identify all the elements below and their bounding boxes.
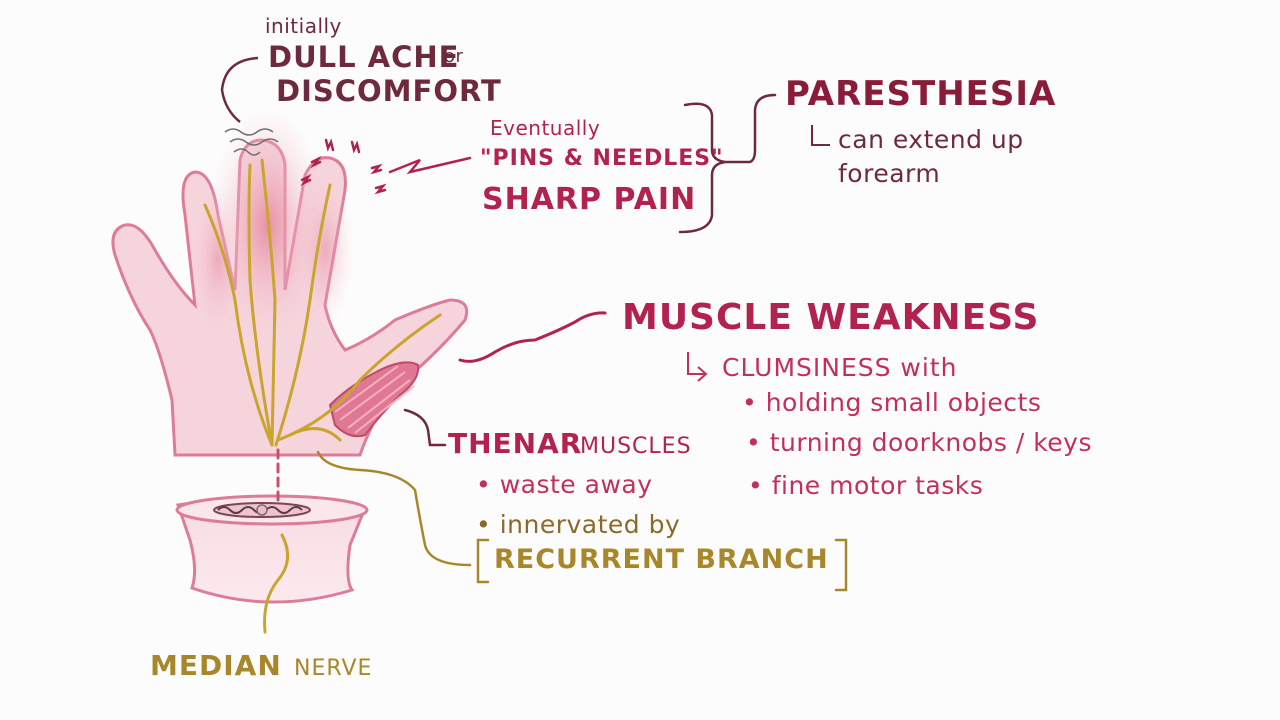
thenar-connector (403, 408, 447, 447)
label-dull-ache: DULL ACHE (268, 40, 460, 74)
innervated-by-text: innervated by (499, 510, 681, 539)
label-paresthesia: PARESTHESIA (785, 74, 1057, 114)
label-waste-away: • waste away (476, 470, 653, 499)
label-initially: initially (265, 14, 342, 38)
label-forearm: forearm (838, 159, 941, 188)
ache-squiggles (220, 56, 279, 156)
holding-small-objects-text: holding small objects (765, 388, 1042, 417)
waste-away-text: waste away (499, 470, 653, 499)
label-sharp-pain: SHARP PAIN (482, 182, 697, 217)
label-or: or (444, 46, 464, 67)
fine-motor-tasks-text: fine motor tasks (771, 471, 984, 500)
thenar-muscle (328, 361, 420, 438)
paresthesia-bracket (678, 93, 777, 234)
pain-ticks (300, 138, 472, 195)
label-muscles: MUSCLES (580, 434, 692, 459)
label-fine-motor-tasks: • fine motor tasks (748, 471, 984, 500)
label-innervated-by: • innervated by (476, 510, 681, 539)
label-discomfort: DISCOMFORT (276, 74, 502, 108)
label-nerve: NERVE (294, 656, 373, 681)
label-can-extend-up: can extend up (838, 125, 1024, 154)
label-turning-doorknobs: • turning doorknobs / keys (746, 428, 1092, 457)
label-thenar: THENAR (448, 427, 583, 460)
turning-doorknobs-text: turning doorknobs / keys (769, 428, 1092, 457)
median-nerve (203, 158, 442, 634)
label-eventually: Eventually (490, 116, 601, 140)
paresthesia-sub-arrow (811, 125, 830, 146)
label-median: MEDIAN (150, 649, 282, 682)
muscle-weakness-connector (458, 311, 607, 363)
recurrent-branch-connector (316, 450, 848, 592)
wrist-cross-section (175, 494, 369, 604)
label-muscle-weakness: MUSCLE WEAKNESS (622, 297, 1040, 338)
label-clumsiness-with: CLUMSINESS with (722, 353, 958, 382)
label-holding-small-objects: • holding small objects (742, 388, 1042, 417)
label-pins-needles: "PINS & NEEDLES" (480, 146, 724, 171)
clumsiness-arrow (687, 352, 708, 382)
label-recurrent-branch: RECURRENT BRANCH (494, 544, 829, 575)
